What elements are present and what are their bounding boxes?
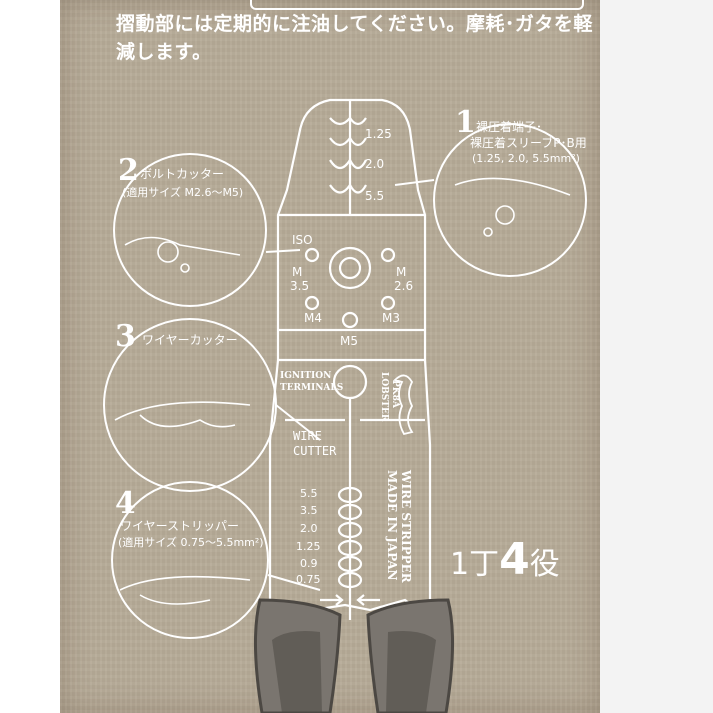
feature-1-title: 裸圧着端子･ [476, 119, 542, 134]
count-suffix: 役 [529, 547, 560, 582]
strip-size-20: 2.0 [300, 522, 318, 535]
strip-size-075: 0.75 [296, 573, 321, 586]
brand-name: LOBSTER [379, 372, 389, 422]
m4-label: M4 [304, 311, 322, 325]
feature-1-subtitle: 裸圧着スリーブP･B用 [470, 135, 587, 150]
made-in-japan: MADE IN JAPAN [385, 470, 399, 581]
feature-2-detail: (適用サイズ M2.6〜M5) [122, 185, 243, 199]
count-prefix: 1丁 [450, 547, 500, 582]
function-count: 1丁4役 [450, 534, 560, 585]
crimp-size-20: 2.0 [365, 157, 384, 171]
m35-label-m: M [292, 265, 302, 279]
count-number: 4 [499, 534, 530, 585]
crimp-size-125: 1.25 [365, 127, 392, 141]
iso-label: ISO [292, 233, 313, 247]
callout-sketches [114, 177, 571, 605]
feature-3-number: 3 [115, 319, 136, 354]
strip-size-55: 5.5 [300, 487, 318, 500]
strip-size-125: 1.25 [296, 540, 321, 553]
brand-model: PK8A [390, 380, 400, 409]
m35-label-size: 3.5 [290, 279, 309, 293]
plier-handles [253, 598, 455, 713]
m5-label: M5 [340, 334, 358, 348]
wire-cutter-label-1: WIRE [293, 429, 322, 443]
lubrication-notice: 摺動部には定期的に注油してください。摩耗･ガタを軽減します。 [116, 13, 593, 63]
feature-1-detail: (1.25, 2.0, 5.5mm²) [472, 152, 580, 165]
feature-2-title: ボルトカッター [140, 167, 224, 181]
feature-1-number: 1 [455, 105, 476, 140]
strip-size-09: 0.9 [300, 557, 318, 570]
wire-stripper-label: WIRE STRIPPER [399, 469, 413, 584]
crimp-size-55: 5.5 [365, 189, 384, 203]
feature-4-detail: (適用サイズ 0.75〜5.5mm²) [118, 535, 264, 549]
top-banner-frame [250, 0, 584, 10]
feature-2-number: 2 [118, 153, 139, 188]
lobster-emblem [393, 374, 414, 436]
strip-size-35: 3.5 [300, 504, 318, 517]
m26-label-m: M [396, 265, 406, 279]
m3-label: M3 [382, 311, 400, 325]
feature-4-number: 4 [115, 486, 136, 521]
brand-vertical: LOBSTER PK8A [379, 372, 400, 422]
feature-3-title: ワイヤーカッター [142, 333, 238, 347]
made-in-vertical: MADE IN JAPAN WIRE STRIPPER [385, 469, 413, 584]
plier-outline [268, 98, 432, 623]
m26-label-size: 2.6 [394, 279, 413, 293]
callout-circles [103, 123, 587, 639]
ignition-label-2: TERMINALS [280, 383, 343, 393]
background-edge [600, 0, 713, 713]
feature-4-title: ワイヤーストリッパー [120, 519, 239, 533]
wire-cutter-label-2: CUTTER [293, 444, 337, 458]
ignition-label-1: IGNITION [280, 371, 331, 381]
